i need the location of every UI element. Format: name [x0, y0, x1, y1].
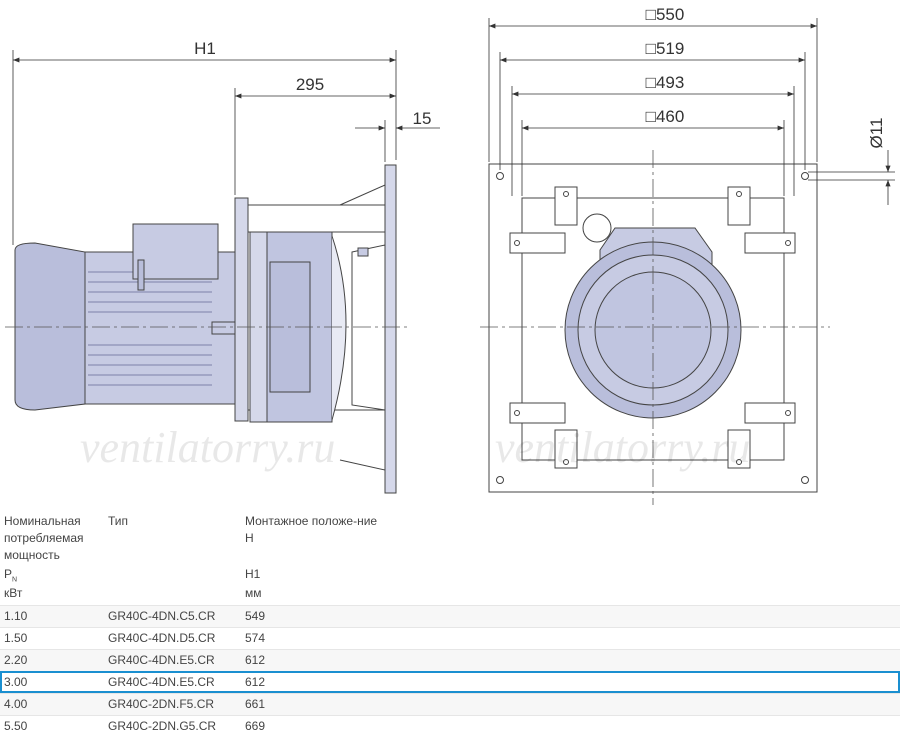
cell-h1: 574 [245, 631, 266, 645]
cell-h1: 661 [245, 697, 266, 711]
cell-type: GR40C-4DN.E5.CR [108, 675, 215, 689]
cell-power: 3.00 [4, 675, 28, 689]
cell-h1: 549 [245, 609, 266, 623]
dim-493-label: □493 [646, 73, 685, 92]
dim-460-label: □460 [646, 107, 685, 126]
cell-h1: 612 [245, 675, 266, 689]
spec-table-body: 1.10 GR40C-4DN.C5.CR 549 1.50 GR40C-4DN.D5.… [0, 605, 900, 737]
dim-519-label: □519 [646, 39, 685, 58]
cell-power: 1.50 [4, 631, 28, 645]
dim-295-label: 295 [296, 75, 324, 94]
col-type-header: Тип [108, 514, 129, 528]
col-mount-header: Монтажное положе-ние H [245, 514, 378, 545]
col-power-header: Номинальная потребляемая мощность [4, 514, 84, 562]
cell-type: GR40C-4DN.D5.CR [108, 631, 216, 645]
cell-power: 4.00 [4, 697, 28, 711]
cell-h1: 669 [245, 719, 266, 733]
front-centerlines [480, 150, 830, 505]
power-unit: кВт [4, 586, 23, 600]
cell-power: 2.20 [4, 653, 28, 667]
dim-h1-label: H1 [194, 39, 216, 58]
side-dimensions [12, 50, 440, 245]
h1-unit: мм [245, 586, 262, 600]
power-symbol: PN [4, 567, 18, 584]
spec-table-header: Номинальная потребляемая мощность Тип Мо… [0, 508, 900, 605]
front-dimensions [488, 18, 895, 205]
dim-15-label: 15 [413, 109, 432, 128]
spec-table: Номинальная потребляемая мощность Тип Мо… [0, 508, 900, 737]
dim-11-label: Ø11 [867, 118, 886, 149]
cell-h1: 612 [245, 653, 266, 667]
table-row[interactable]: 2.20 GR40C-4DN.E5.CR 612 [0, 649, 900, 671]
dim-550-label: □550 [646, 5, 685, 24]
cell-type: GR40C-4DN.E5.CR [108, 653, 215, 667]
cell-type: GR40C-2DN.F5.CR [108, 697, 215, 711]
table-row[interactable]: 5.50 GR40C-2DN.G5.CR 669 [0, 715, 900, 737]
table-row[interactable]: 1.50 GR40C-4DN.D5.CR 574 [0, 627, 900, 649]
cell-power: 1.10 [4, 609, 28, 623]
cell-type: GR40C-2DN.G5.CR [108, 719, 217, 733]
side-view [14, 164, 397, 494]
cell-type: GR40C-4DN.C5.CR [108, 609, 216, 623]
table-row[interactable]: 1.10 GR40C-4DN.C5.CR 549 [0, 605, 900, 627]
watermark-right: ventilatorry.ru [495, 423, 750, 472]
watermark-left: ventilatorry.ru [80, 423, 335, 472]
table-row[interactable]: 3.00 GR40C-4DN.E5.CR 612 [0, 671, 900, 693]
technical-drawing: H1 295 15 [5, 5, 895, 505]
cell-power: 5.50 [4, 719, 28, 733]
h1-header: H1 [245, 567, 261, 581]
table-row[interactable]: 4.00 GR40C-2DN.F5.CR 661 [0, 693, 900, 715]
